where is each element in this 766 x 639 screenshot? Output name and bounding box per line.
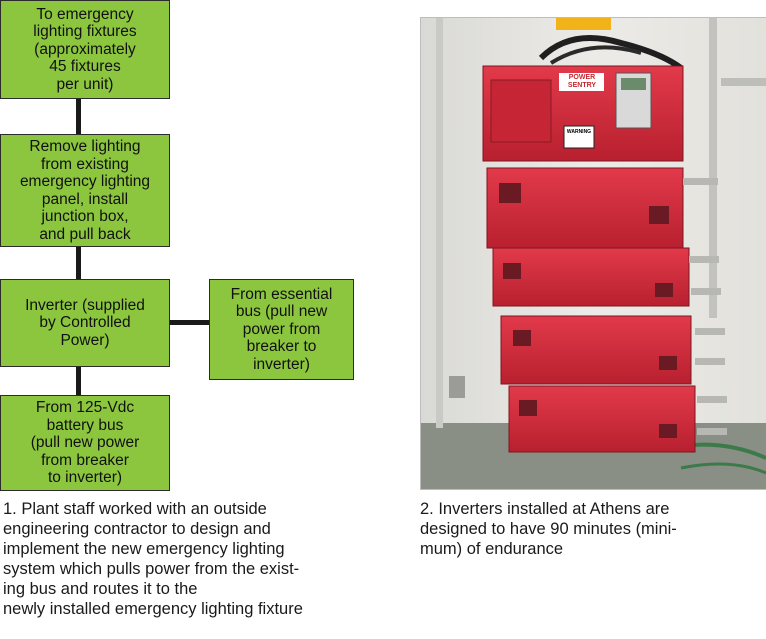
brand-label: POWER SENTRY: [567, 74, 597, 89]
inverter-illustration: [421, 18, 766, 489]
caption-left-line: ing bus and routes it to the: [3, 580, 198, 598]
caption-left-line: implement the new emergency lighting: [3, 540, 285, 558]
caption-left-line: 1. Plant staff worked with an outside: [3, 500, 267, 518]
caption-right-line: mum) of endurance: [420, 540, 564, 558]
flow-box-essential-bus: From essential bus (pull new power from …: [209, 279, 354, 380]
connector-3-5: [76, 366, 81, 395]
caption-left-line: engineering contractor to design and: [3, 520, 271, 538]
connector-3-4: [170, 320, 210, 325]
flow-box-emergency-fixtures: To emergency lighting fixtures (approxim…: [0, 0, 170, 99]
inverter-photo: POWER SENTRY WARNING: [420, 17, 766, 490]
caption-right-line: designed to have 90 minutes (mini-: [420, 520, 677, 538]
connector-1-2: [76, 98, 81, 134]
caption-right-line: 2. Inverters installed at Athens are: [420, 500, 670, 518]
warning-label: WARNING: [566, 129, 592, 135]
caption-right: 2. Inverters installed at Athens are des…: [420, 499, 765, 559]
caption-left-line: system which pulls power from the exist-: [3, 560, 300, 578]
flow-box-battery-bus: From 125-Vdc battery bus (pull new power…: [0, 395, 170, 491]
flow-box-inverter: Inverter (supplied by Controlled Power): [0, 279, 170, 367]
connector-2-3: [76, 246, 81, 279]
caption-left-line: newly installed emergency lighting fixtu…: [3, 600, 303, 618]
flow-box-remove-lighting: Remove lighting from existing emergency …: [0, 134, 170, 247]
caption-left: 1. Plant staff worked with an outside en…: [3, 499, 363, 619]
